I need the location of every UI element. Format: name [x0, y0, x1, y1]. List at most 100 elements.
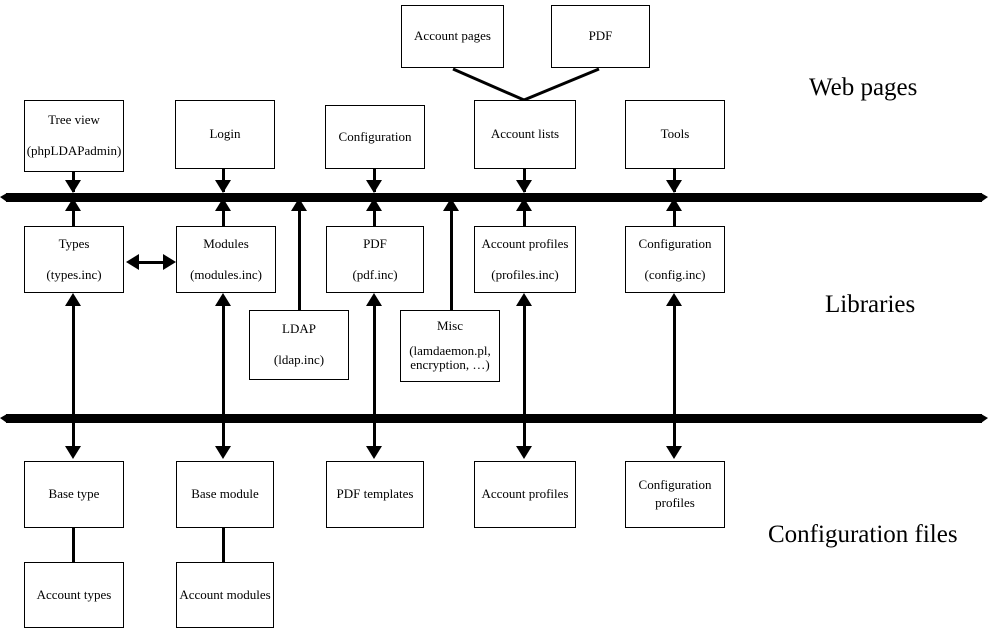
box-sublabel: (pdf.inc)	[352, 266, 398, 282]
box-pdf-lib[interactable]: PDF (pdf.inc)	[326, 226, 424, 293]
box-sublabel: profiles	[655, 495, 695, 510]
arrow-up-modules	[215, 198, 231, 211]
connector-config-profiles-to-configuration	[673, 300, 676, 415]
box-label: Account lists	[490, 126, 560, 142]
arrow-down-login	[215, 180, 231, 193]
box-label: Tree view	[48, 112, 100, 128]
box-sublabel: (ldap.inc)	[273, 352, 325, 367]
box-sublabel: (types.inc)	[46, 266, 102, 282]
connector-bus-to-pdf-templates	[373, 423, 376, 448]
box-sublabel: (lamdaemon.pl,	[409, 342, 491, 358]
arrow-up-ldap	[291, 198, 307, 211]
box-sublabel: (config.inc)	[644, 266, 706, 282]
box-account-pages[interactable]: Account pages	[401, 5, 504, 68]
separator-bus-cap-left-2	[0, 414, 7, 423]
arrow-down-account-lists	[516, 180, 532, 193]
box-account-lists[interactable]: Account lists	[474, 100, 576, 169]
separator-bus-cap-right-1	[981, 193, 988, 202]
connector-modules-to-bus	[222, 202, 225, 226]
box-label: Login	[209, 126, 241, 142]
box-label: PDF templates	[336, 486, 414, 502]
box-tools[interactable]: Tools	[625, 100, 725, 169]
arrow-right-types-modules	[163, 254, 176, 270]
box-login[interactable]: Login	[175, 100, 275, 169]
box-configuration-profiles[interactable]: Configuration profiles	[625, 461, 725, 528]
connector-ldap-to-bus	[298, 202, 301, 310]
box-account-types[interactable]: Account types	[24, 562, 124, 628]
connector-pdf-lib-to-bus	[373, 202, 376, 226]
connector-base-type-to-types	[72, 300, 75, 415]
box-label: PDF	[363, 235, 387, 251]
box-label: Configuration	[638, 477, 712, 493]
connector-misc-to-bus	[450, 202, 453, 310]
arrow-down-tree-view	[65, 180, 81, 193]
box-label: Account modules	[179, 586, 271, 602]
box-types[interactable]: Types (types.inc)	[24, 226, 124, 293]
box-base-type[interactable]: Base type	[24, 461, 124, 528]
arrow-up-account-profiles-lib	[516, 198, 532, 211]
box-base-module[interactable]: Base module	[176, 461, 274, 528]
arrow-up-types	[65, 198, 81, 211]
box-label: Configuration	[338, 128, 412, 144]
box-label: Account types	[36, 586, 112, 602]
connector-base-module-to-modules	[222, 300, 225, 415]
arrow-down-account-profiles-cfg	[516, 446, 532, 459]
box-label: Types	[58, 235, 90, 251]
arrow-up-configuration-lib	[666, 198, 682, 211]
box-label: Account profiles	[481, 486, 569, 502]
arrow-up-misc	[443, 198, 459, 211]
box-pdf-top[interactable]: PDF	[551, 5, 650, 68]
box-sublabel: (modules.inc)	[190, 266, 262, 282]
arrow-down-pdf-templates	[366, 446, 382, 459]
arrow-down-configuration-profiles	[666, 446, 682, 459]
connector-bus-to-configuration-profiles	[673, 423, 676, 448]
box-sublabel: (profiles.inc)	[491, 266, 559, 282]
box-ldap[interactable]: LDAP (ldap.inc)	[249, 310, 349, 380]
arrow-up-types-from-config	[65, 293, 81, 306]
connector-configuration-lib-to-bus	[673, 202, 676, 226]
box-label: PDF	[588, 28, 613, 44]
arrow-left-types-modules	[126, 254, 139, 270]
box-label: Modules	[203, 235, 249, 251]
box-misc[interactable]: Misc (lamdaemon.pl, encryption, …)	[400, 310, 500, 382]
arrow-up-pdf-lib	[366, 198, 382, 211]
arrow-down-configuration	[366, 180, 382, 193]
box-label: LDAP	[282, 321, 316, 337]
connector-bus-to-account-profiles-cfg	[523, 423, 526, 448]
box-pdf-templates[interactable]: PDF templates	[326, 461, 424, 528]
connector-types-modules	[135, 261, 167, 264]
box-label: Configuration	[638, 235, 712, 251]
box-account-profiles-cfg[interactable]: Account profiles	[474, 461, 576, 528]
box-label: Misc	[437, 317, 463, 333]
arrow-up-pdf-from-config	[366, 293, 382, 306]
box-tree-view[interactable]: Tree view (phpLDAPadmin)	[24, 100, 124, 172]
connector-base-module-to-account-modules	[222, 528, 225, 562]
connector-types-to-bus	[72, 202, 75, 226]
separator-bus-cap-left-1	[0, 193, 7, 202]
box-sublabel-2: encryption, …)	[410, 357, 490, 373]
box-account-modules[interactable]: Account modules	[176, 562, 274, 628]
connector-bus-to-base-module	[222, 423, 225, 448]
separator-bus-cap-right-2	[981, 414, 988, 423]
section-label-configuration-files: Configuration files	[768, 521, 958, 548]
box-account-profiles-lib[interactable]: Account profiles (profiles.inc)	[474, 226, 576, 293]
arrow-up-configuration-from-config	[666, 293, 682, 306]
connector-profiles-to-account-profiles	[523, 300, 526, 415]
arrow-down-base-type	[65, 446, 81, 459]
box-configuration-web[interactable]: Configuration	[325, 105, 425, 169]
box-sublabel: (phpLDAPadmin)	[26, 143, 122, 158]
connector-account-profiles-lib-to-bus	[523, 202, 526, 226]
arrow-up-account-profiles-from-config	[516, 293, 532, 306]
connector-bus-to-base-type	[72, 423, 75, 448]
box-configuration-lib[interactable]: Configuration (config.inc)	[625, 226, 725, 293]
box-modules[interactable]: Modules (modules.inc)	[176, 226, 276, 293]
box-label: Account profiles	[481, 235, 569, 251]
box-label: Base type	[48, 486, 100, 502]
connector-base-type-to-account-types	[72, 528, 75, 562]
section-label-web-pages: Web pages	[809, 74, 918, 101]
box-label: Base module	[191, 486, 259, 502]
separator-bus-libraries-config	[6, 414, 982, 423]
separator-bus-web-libraries	[6, 193, 982, 202]
arrow-up-modules-from-config	[215, 293, 231, 306]
